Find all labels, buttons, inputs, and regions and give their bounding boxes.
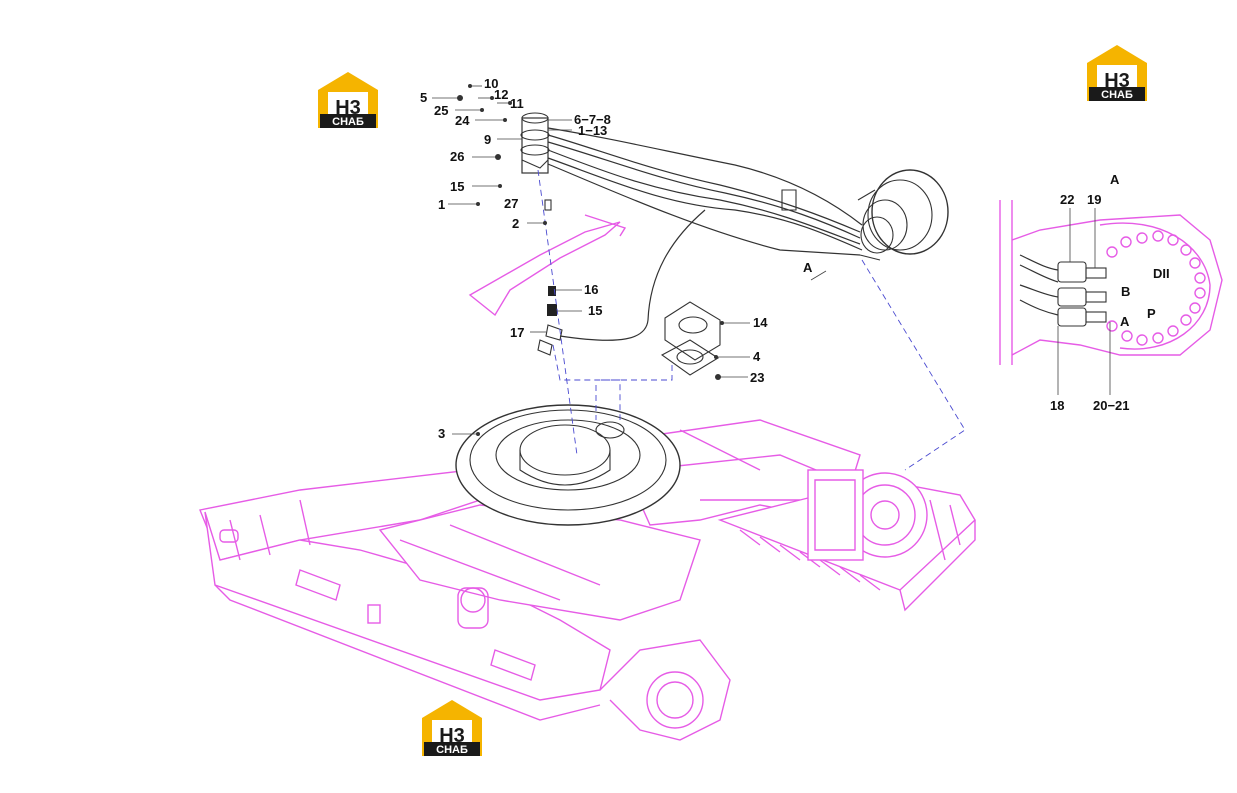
detail-label-20-21: 20−21	[1093, 398, 1130, 413]
logo-snab-bottom: H3 СНАБ	[422, 700, 482, 756]
callout-15-lower: 15	[588, 303, 602, 318]
callout-9: 9	[484, 132, 491, 147]
callout-16: 16	[584, 282, 598, 297]
callout-4: 4	[753, 349, 761, 364]
detail-label-p: P	[1147, 306, 1156, 321]
bolt-circle	[1106, 230, 1206, 346]
view-marker-A: A	[803, 260, 813, 275]
callout-12: 12	[494, 87, 508, 102]
callout-14: 14	[753, 315, 768, 330]
callout-27: 27	[504, 196, 518, 211]
callout-3: 3	[438, 426, 445, 441]
detail-title-a: A	[1110, 172, 1120, 187]
callout-1: 1	[438, 197, 445, 212]
detail-label-18: 18	[1050, 398, 1064, 413]
undercarriage-frame	[199, 419, 976, 741]
callout-1-13: 1−13	[578, 123, 607, 138]
assembly-centerlines	[537, 169, 966, 471]
bracket-2	[468, 214, 627, 317]
detail-view-a: A 22 19 DII B P A 18 20−21	[999, 172, 1223, 413]
callout-labels: 10 5 12 11 25 24 6−7−8 1−13 9 26 15 1 27…	[420, 76, 813, 441]
callout-25: 25	[434, 103, 448, 118]
logo-text: СНАБ	[332, 116, 364, 128]
logo-snab-top-left: H3 СНАБ	[318, 72, 378, 128]
center-swivel-joint	[520, 112, 550, 174]
callout-6-7-8: 6−7−8	[574, 112, 611, 127]
callout-10: 10	[484, 76, 498, 91]
detail-label-19: 19	[1087, 192, 1101, 207]
callout-leaders	[432, 84, 827, 436]
logo-text: СНАБ	[1101, 89, 1133, 101]
travel-motor	[857, 169, 949, 261]
plate-14-gasket-4	[660, 301, 721, 376]
logo-letters: H3	[1104, 70, 1130, 92]
sprocket	[807, 469, 928, 561]
detail-label-b: B	[1121, 284, 1130, 299]
detail-label-a: A	[1120, 314, 1130, 329]
logo-snab-top-right: H3 СНАБ	[1087, 45, 1147, 101]
logo-letters: H3	[439, 725, 465, 747]
small-fittings	[537, 199, 563, 356]
callout-11: 11	[510, 96, 524, 111]
callout-23: 23	[750, 370, 764, 385]
slewing-ring	[455, 404, 681, 526]
callout-26: 26	[450, 149, 464, 164]
callout-15-upper: 15	[450, 179, 464, 194]
detail-label-d2: DII	[1153, 266, 1170, 281]
callout-17: 17	[510, 325, 524, 340]
detail-label-22: 22	[1060, 192, 1074, 207]
logo-letters: H3	[335, 97, 361, 119]
callout-2: 2	[512, 216, 519, 231]
callout-24: 24	[455, 113, 470, 128]
hydraulic-hoses	[547, 127, 863, 341]
logo-text: СНАБ	[436, 744, 468, 756]
callout-5: 5	[420, 90, 427, 105]
